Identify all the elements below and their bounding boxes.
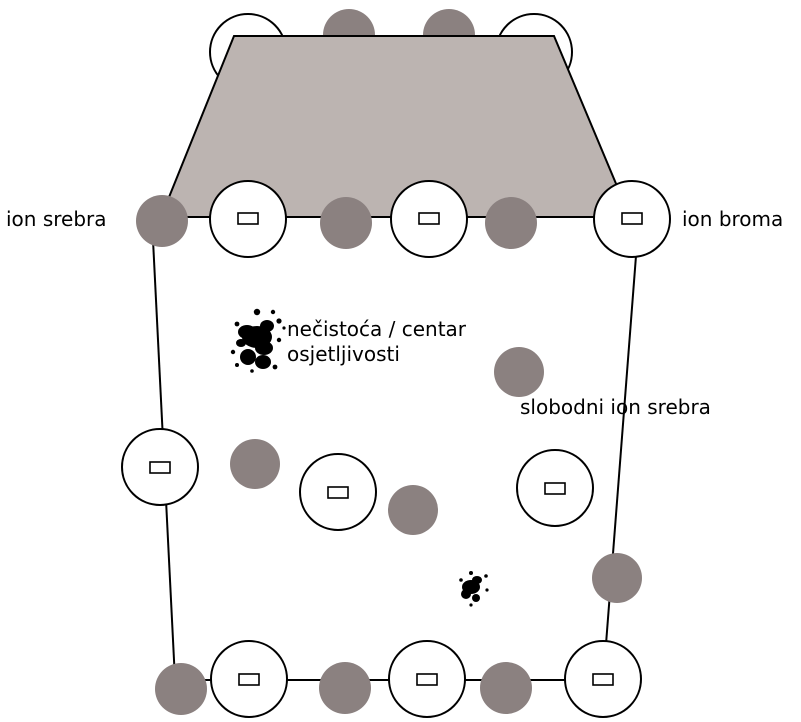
silver-ion [320, 197, 372, 249]
bromide-ion-marker [416, 673, 438, 686]
silver-ion [592, 553, 642, 603]
silver-ion [136, 195, 188, 247]
bromide-ion-marker [544, 482, 566, 495]
bromide-ion-marker [238, 673, 260, 686]
interior-ions [121, 347, 642, 603]
impurity-label-line1: nečistoća / centar [287, 317, 467, 341]
silver-ion [388, 485, 438, 535]
impurity-label: nečistoća / centar osjetljivosti [287, 317, 466, 367]
bromide-ion-marker [327, 486, 349, 499]
free-silver-ion-label: slobodni ion srebra [520, 395, 711, 419]
impurity-splatter-icon [230, 308, 286, 373]
silver-ion-label: ion srebra [6, 207, 107, 231]
impurity-label-line2: osjetljivosti [287, 342, 400, 366]
bromide-ion-marker [592, 673, 614, 686]
silver-ion [230, 439, 280, 489]
small-impurity-splatter-icon [459, 571, 489, 607]
bromide-ion-marker [149, 461, 171, 474]
crystal-outline [152, 216, 639, 681]
silver-ion [319, 662, 371, 714]
bromide-ion-marker [621, 212, 643, 225]
silver-ion [485, 197, 537, 249]
bromide-ion-marker [418, 212, 440, 225]
silver-ion [480, 662, 532, 714]
bromide-ion-marker [237, 212, 259, 225]
free-silver-ion [494, 347, 544, 397]
bottom-row-ions [155, 640, 642, 718]
bromide-ion-label: ion broma [682, 207, 784, 231]
silver-ion [155, 663, 207, 715]
row-two-ions [136, 180, 671, 258]
